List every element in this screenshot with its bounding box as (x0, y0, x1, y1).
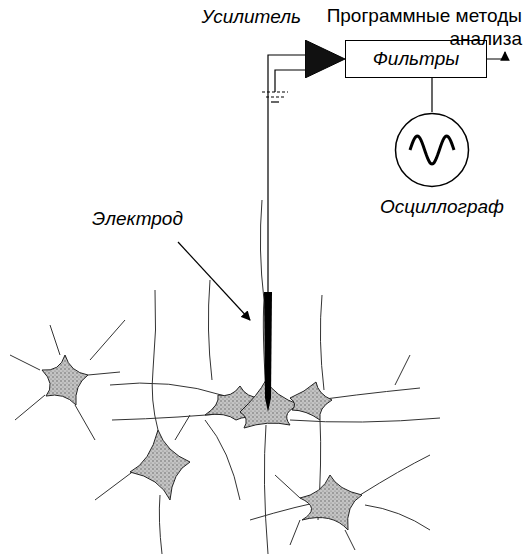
dendrites (10, 200, 440, 554)
oscilloscope-label: Осциллограф (380, 196, 504, 218)
oscilloscope-shape (394, 112, 470, 188)
electrode-wire (268, 55, 305, 292)
oscilloscope-circle: Осциллограф (394, 112, 470, 188)
leader-line (178, 242, 250, 320)
filter-label: Фильтры (373, 48, 460, 70)
neuron-bodies (42, 355, 362, 530)
amplifier-shape (305, 40, 345, 78)
electrode-label: Электрод (92, 208, 183, 230)
output-arrow (487, 52, 505, 59)
amplifier-label: Усилитель (201, 6, 301, 28)
software-label: Программные методы анализа (292, 4, 522, 50)
electrode (264, 292, 272, 412)
amplifier-triangle: Усилитель (305, 40, 345, 78)
signal-wire (431, 78, 432, 112)
ground-symbol (262, 70, 305, 102)
